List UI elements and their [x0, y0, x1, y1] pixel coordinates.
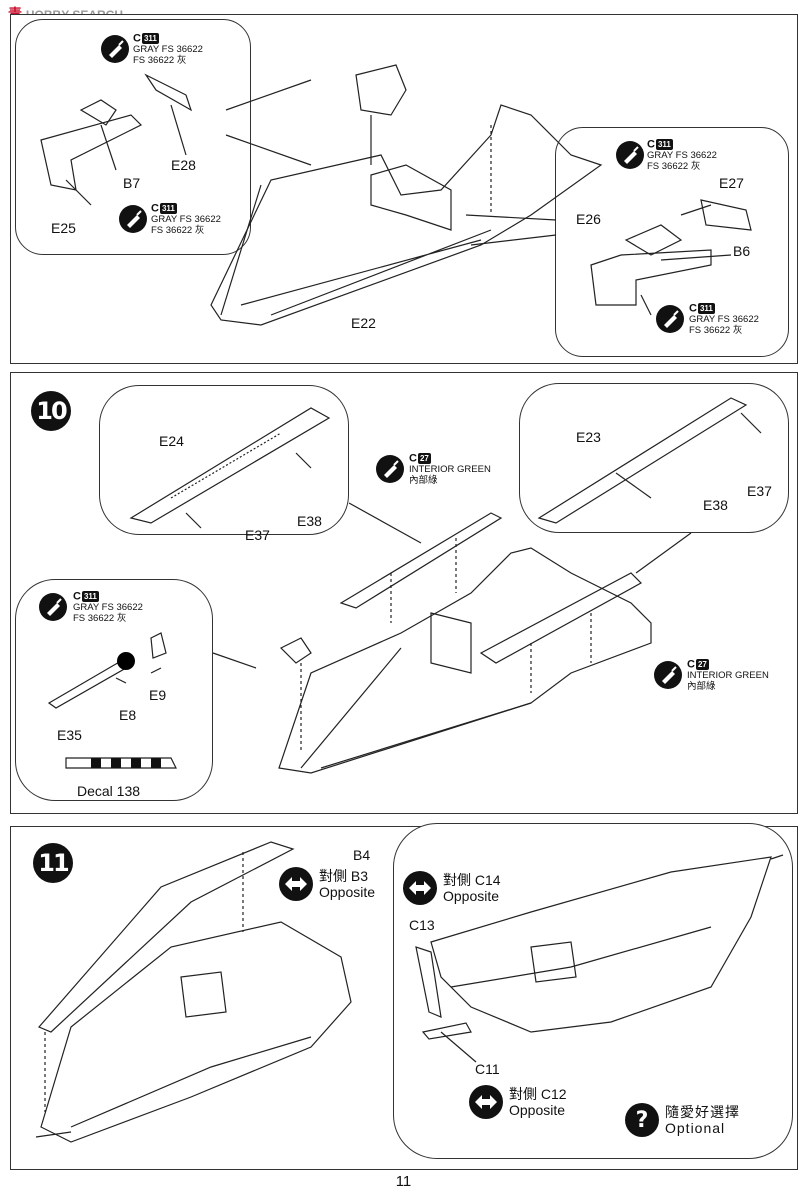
part-label-b4: B4: [353, 847, 371, 863]
opposite-c12-note: 對側 C12 Opposite: [469, 1085, 567, 1119]
part-label-e38-right: E38: [703, 497, 728, 513]
part-label-e8: E8: [119, 707, 137, 723]
paint-brush-icon: [39, 593, 67, 621]
opposite-c14-note: 對側 C14 Opposite: [403, 871, 501, 905]
double-arrow-icon: [469, 1085, 503, 1119]
question-mark-icon: ?: [625, 1103, 659, 1137]
part-label-c11: C11: [475, 1061, 500, 1077]
step-10-inset-right: [519, 383, 789, 533]
part-label-e9: E9: [149, 687, 167, 703]
part-label-e23: E23: [576, 429, 601, 445]
part-label-e27: E27: [719, 175, 744, 191]
paint-brush-icon: [656, 305, 684, 333]
step-10-inset-left: [99, 385, 349, 535]
double-arrow-icon: [279, 867, 313, 901]
part-label-e28: E28: [171, 157, 196, 173]
part-label-e37-left: E37: [245, 527, 270, 543]
page-number: 11: [395, 1173, 412, 1190]
part-label-e22: E22: [351, 315, 376, 331]
opposite-b3-note: 對側 B3 Opposite: [279, 867, 375, 901]
paint-brush-icon: [654, 661, 682, 689]
decal-label: Decal 138: [77, 783, 141, 799]
step-10-panel: 10: [10, 372, 798, 814]
part-label-b7: B7: [123, 175, 141, 191]
paint-brush-icon: [101, 35, 129, 63]
optional-note: ? 隨愛好選擇 Optional: [625, 1103, 740, 1137]
step-10-drawing: [47, 397, 762, 774]
part-label-e25: E25: [51, 220, 76, 236]
step-11-inset-right: [393, 823, 793, 1159]
paint-brush-icon: [119, 205, 147, 233]
part-label-e38-left: E38: [297, 513, 322, 529]
part-label-e26: E26: [576, 211, 601, 227]
step-11-number: 11: [33, 843, 73, 883]
double-arrow-icon: [403, 871, 437, 905]
step-11-drawing: [35, 841, 784, 1143]
part-label-c13: C13: [409, 917, 435, 933]
step-9-drawing: [40, 64, 752, 326]
part-label-e37-right: E37: [747, 483, 772, 499]
step-10-number: 10: [31, 391, 71, 431]
step-11-panel: 11 對側 B3 Opposite 對側: [10, 823, 798, 1170]
part-label-b6: B6: [733, 243, 751, 259]
part-label-e35: E35: [57, 727, 82, 743]
part-label-e24: E24: [159, 433, 184, 449]
paint-brush-icon: [376, 455, 404, 483]
paint-brush-icon: [616, 141, 644, 169]
